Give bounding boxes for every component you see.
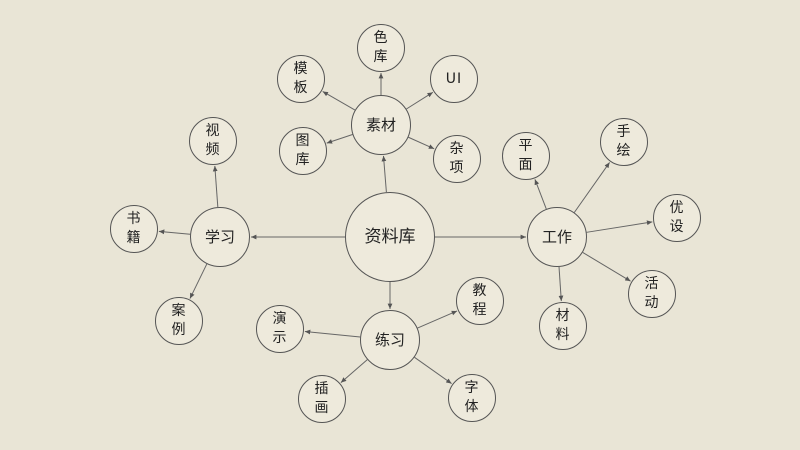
node-cailiao: 材 料 — [539, 302, 587, 350]
node-lianxi: 练习 — [360, 310, 420, 370]
node-yanshi: 演 示 — [256, 305, 304, 353]
node-youshe: 优 设 — [653, 194, 701, 242]
node-sucai: 素材 — [351, 95, 411, 155]
edge-lianxi-jiaocheng — [417, 310, 458, 329]
edge-sucai-mubam — [322, 91, 356, 111]
node-zaxiang: 杂 项 — [433, 135, 481, 183]
edge-xuexi-anli — [189, 263, 208, 299]
node-huodong: 活 动 — [628, 270, 676, 318]
edge-gongzuo-youshe — [586, 220, 653, 233]
edge-sucai-ui — [406, 91, 434, 110]
edge-sucai-tuku — [326, 134, 353, 144]
node-seku: 色 库 — [357, 24, 405, 72]
node-xuexi: 学习 — [190, 207, 250, 267]
edge-xuexi-shipin — [212, 165, 219, 208]
node-center: 资料库 — [345, 192, 435, 282]
node-mubam: 模 板 — [277, 55, 325, 103]
node-shipin: 视 频 — [189, 117, 237, 165]
node-anli: 案 例 — [155, 297, 203, 345]
node-ziti: 字 体 — [448, 374, 496, 422]
node-tuku: 图 库 — [279, 127, 327, 175]
node-gongzuo: 工作 — [527, 207, 587, 267]
node-shuji: 书 籍 — [110, 205, 158, 253]
edge-sucai-zaxiang — [408, 136, 435, 150]
edge-lianxi-yanshi — [304, 329, 361, 338]
node-jiaocheng: 教 程 — [456, 277, 504, 325]
node-pingmian: 平 面 — [502, 132, 550, 180]
edge-center-sucai — [381, 155, 387, 193]
edge-gongzuo-shouhui — [573, 162, 610, 213]
edge-xuexi-shuji — [158, 229, 191, 235]
edge-lianxi-ziti — [414, 356, 452, 384]
edge-lianxi-chahua — [340, 359, 368, 383]
edge-gongzuo-pingmian — [534, 179, 547, 210]
node-ui: UI — [430, 55, 478, 103]
edge-gongzuo-huodong — [582, 252, 631, 282]
edge-gongzuo-cailiao — [558, 266, 564, 302]
node-chahua: 插 画 — [298, 375, 346, 423]
node-shouhui: 手 绘 — [600, 118, 648, 166]
